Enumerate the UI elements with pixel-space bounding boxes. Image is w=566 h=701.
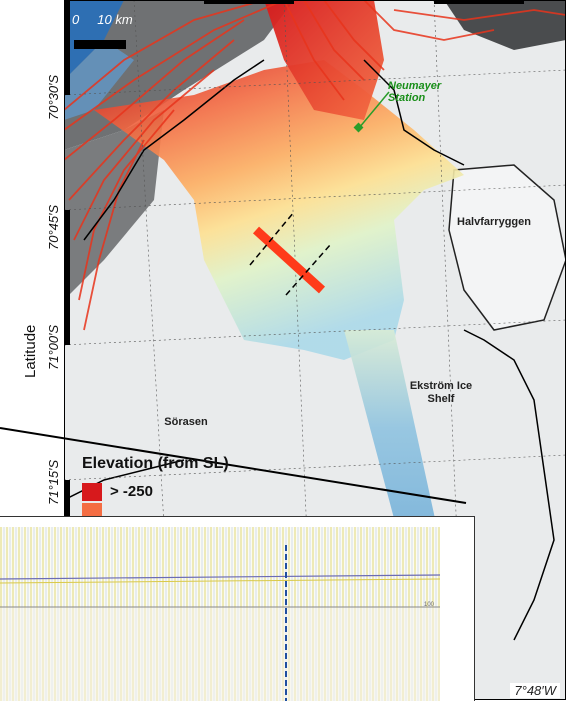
- lat-label-1: 70°30′S: [46, 74, 61, 120]
- flight-tracks: [64, 0, 566, 331]
- rock-terrain-2: [444, 0, 566, 50]
- legend-title: Elevation (from SL): [82, 455, 229, 472]
- profile-line: [252, 226, 326, 294]
- halvfarryggen-label: Halvfarryggen: [457, 216, 531, 228]
- survey-grid-main: [94, 60, 464, 360]
- profile-marker-1: [249, 211, 295, 266]
- legend-swatch-1: [82, 483, 102, 501]
- axis-title: Latitude: [22, 324, 39, 378]
- lat-label-4: 71°15′S: [46, 459, 61, 505]
- station-leader: [358, 91, 390, 129]
- inset-tick-label: 100: [423, 602, 434, 608]
- sorasen-label: Sörasen: [164, 416, 208, 428]
- scale-bar-label: 0 10 km: [72, 12, 133, 27]
- legend-label-1: > -250: [110, 483, 153, 500]
- ekstrom-label: Ekström Ice Shelf: [409, 380, 473, 405]
- lat-label-3: 71°00′S: [46, 324, 61, 370]
- seismic-profile-inset: 100: [0, 516, 475, 701]
- station-label: Neumayer Station: [388, 80, 442, 104]
- ice-rise: [448, 164, 566, 331]
- scale-bar: [74, 40, 126, 49]
- seismic-section: [0, 527, 474, 701]
- longitude-label: 7°48′W: [510, 683, 560, 698]
- lat-label-2: 70°45′S: [46, 204, 61, 250]
- profile-marker-2: [285, 244, 331, 296]
- survey-top: [264, 0, 384, 120]
- frame-border: [64, 0, 566, 700]
